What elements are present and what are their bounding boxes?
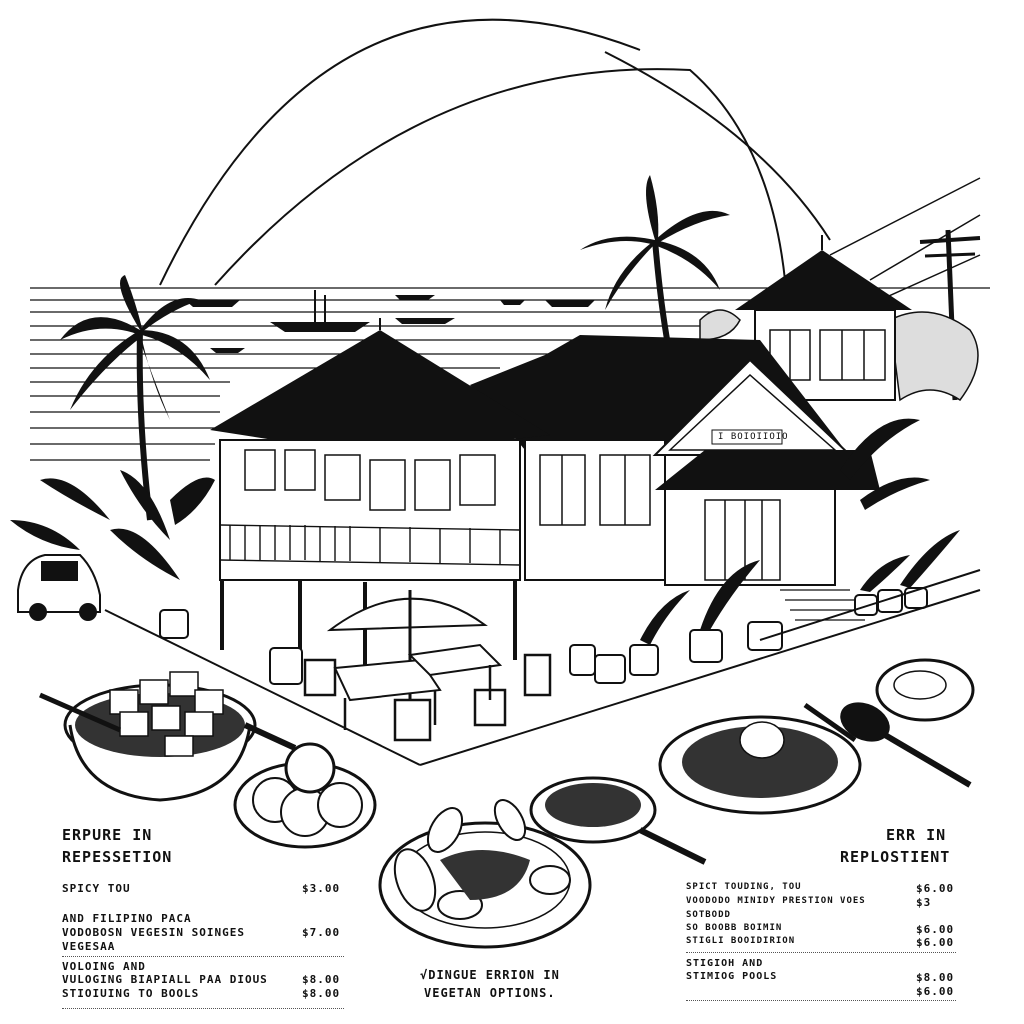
palm-tree-right: [580, 175, 730, 346]
caption-line-1: √DINGUE ERRION IN: [420, 968, 560, 982]
menu-price: $6.00: [916, 882, 955, 895]
boat: [210, 348, 245, 353]
menu-item: SO BOOBB BOIMIN: [686, 923, 783, 933]
planters: [159, 587, 928, 685]
noodle-plate: [658, 715, 862, 815]
boat: [270, 322, 370, 332]
menu-item: AND FILIPINO PACA: [62, 912, 192, 925]
menu-price: $3: [916, 896, 932, 909]
menu-item: STIMIOG POOLS: [686, 971, 778, 982]
divider: [686, 952, 956, 953]
sauce-bowl: [875, 658, 975, 722]
rice-ball-plate: [233, 742, 377, 849]
boats: [185, 290, 595, 353]
menu-right-heading-1: ERR IN: [886, 826, 947, 844]
menu-item: STIOIUING TO BOOLS: [62, 987, 200, 1000]
menu-price: $6.00: [916, 936, 955, 949]
divider: [686, 1000, 956, 1001]
divider: [62, 1008, 344, 1009]
plants-left: [10, 470, 215, 580]
menu-item: VOLOING AND: [62, 960, 146, 973]
tofu-bowl: [38, 671, 297, 802]
menu-price: $8.00: [916, 971, 955, 984]
boat: [545, 300, 595, 307]
menu-item: STIGIOH AND: [686, 958, 764, 969]
menu-item: SOTBODD: [686, 910, 731, 920]
center-plate: [378, 799, 592, 949]
menu-item: VOODODO MINIDY PRESTION VOES: [686, 896, 866, 906]
caption-line-2: VEGETAN OPTIONS.: [424, 986, 556, 1000]
menu-price: $6.00: [916, 985, 955, 998]
foliage-right: [699, 309, 979, 402]
street: [104, 569, 981, 766]
menu-price: $8.00: [302, 973, 341, 986]
menu-left-heading-2: REPESSETION: [62, 848, 173, 866]
sun-arc-right: [604, 51, 831, 241]
building-sign: I BOIOIIOIO: [718, 432, 789, 442]
car: [17, 554, 101, 621]
menu-item: SPICT TOUDING, TOU: [686, 882, 802, 892]
boat: [185, 300, 240, 307]
stilt-house: [210, 318, 550, 690]
menu-item: VODOBOSN VEGESIN SOINGES: [62, 926, 245, 939]
menu-price: $8.00: [302, 987, 341, 1000]
patio: [303, 590, 552, 742]
plant-leaves: [640, 418, 960, 645]
divider: [62, 956, 344, 957]
spoon-icon: [803, 702, 972, 788]
menu-price: $7.00: [302, 926, 341, 939]
menu-price: $3.00: [302, 882, 341, 895]
menu-right-heading-2: REPLOSTIENT: [840, 848, 951, 866]
boat: [395, 295, 435, 300]
menu-left-heading-1: ERPURE IN: [62, 826, 153, 844]
boat: [395, 318, 455, 324]
sun-arc-inner: [214, 68, 786, 286]
small-bowl: [529, 776, 707, 865]
menu-item: VULOGING BIAPIALL PAA DIOUS: [62, 973, 268, 986]
menu-item: VEGESAA: [62, 940, 116, 953]
sun-arc-outer: [159, 18, 641, 286]
tower-building: [735, 235, 912, 401]
menu-price: $6.00: [916, 923, 955, 936]
gable-house: [652, 358, 880, 621]
boat: [500, 300, 525, 305]
menu-item: STIGLI BOOIDIRION: [686, 936, 796, 946]
menu-item: SPICY TOU: [62, 882, 131, 895]
